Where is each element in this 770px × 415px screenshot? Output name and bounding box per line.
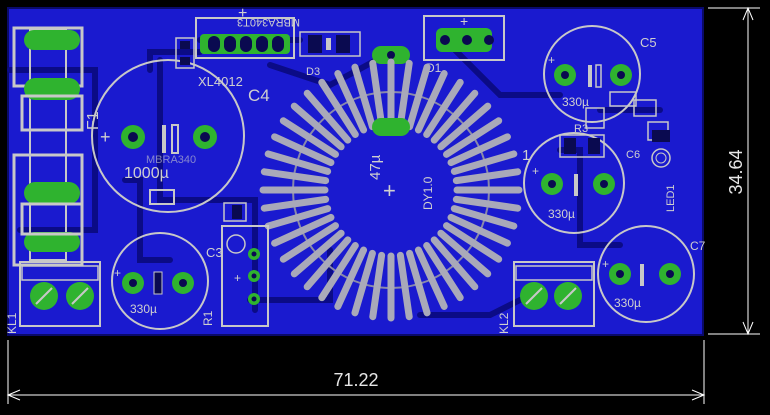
r1-label: R1	[201, 310, 215, 326]
c3-bottom-value: 330µ	[130, 302, 157, 316]
toroid-winding	[264, 205, 332, 230]
c7-label: C7	[690, 239, 706, 253]
kl1-label: KL1	[5, 312, 19, 334]
toroid-winding	[423, 242, 464, 302]
svg-text:+: +	[238, 5, 247, 22]
toroid-winding	[414, 70, 448, 134]
c5-label: C5	[640, 35, 657, 50]
led-label: LED1	[665, 184, 677, 212]
toroid-winding	[396, 251, 413, 321]
potentiometer-r1[interactable]: +	[221, 225, 269, 327]
c4-label: C4	[248, 86, 270, 105]
toroid-winding	[369, 59, 386, 129]
mbra-top-label: MBRA340T3	[237, 16, 300, 28]
svg-text:+: +	[532, 164, 539, 178]
svg-text:+: +	[234, 271, 241, 285]
toroid-winding	[260, 195, 330, 212]
toroid-winding	[452, 168, 522, 185]
toroid-plus: +	[383, 178, 396, 203]
toroid-winding	[351, 249, 376, 317]
c6-value: 330µ	[548, 207, 575, 221]
inductor-ref: DY1.0	[421, 176, 435, 210]
ic-label: XL4012	[198, 74, 243, 89]
toroid-winding	[430, 236, 479, 291]
ic-xl4012[interactable]: +	[195, 5, 295, 59]
toroid-pad	[372, 118, 410, 136]
toroid-winding	[450, 205, 518, 230]
toroid-winding	[279, 117, 339, 158]
svg-text:+: +	[114, 266, 121, 280]
capacitor-c4[interactable]: +	[91, 59, 245, 213]
capacitor-c5[interactable]: +	[543, 25, 641, 123]
dimension-height	[708, 6, 760, 336]
toroid-winding	[271, 133, 335, 167]
fuse-f1[interactable]	[12, 26, 84, 267]
c6-label: C6	[626, 149, 640, 161]
toroid-winding	[290, 229, 345, 278]
toroid-winding	[437, 229, 492, 278]
toroid-winding	[437, 102, 492, 151]
toroid-winding	[334, 246, 368, 310]
toroid-winding	[290, 102, 345, 151]
toroid-winding	[303, 236, 352, 291]
toroid-winding	[447, 133, 511, 167]
d3-label: D3	[306, 66, 320, 78]
toroid-winding	[334, 70, 368, 134]
toroid-winding	[430, 89, 479, 144]
terminal-kl1[interactable]	[19, 261, 101, 327]
capacitor-c7[interactable]: +	[597, 225, 695, 323]
d1-label: D1	[426, 61, 442, 75]
toroid-winding	[369, 251, 386, 321]
mbra-c4-label: MBRA340	[146, 154, 196, 166]
toroid-winding	[447, 213, 511, 247]
toroid-winding	[279, 222, 339, 263]
diode-d3[interactable]	[299, 31, 361, 57]
width-dimension-label: 71.22	[333, 370, 378, 390]
c5-value: 330µ	[562, 95, 589, 109]
toroid-winding	[423, 78, 464, 138]
toroid-winding	[271, 213, 335, 247]
toroid-winding	[452, 195, 522, 212]
toroid-winding	[318, 242, 359, 302]
svg-text:+: +	[548, 53, 555, 67]
led1[interactable]	[651, 130, 671, 168]
one-label: 1	[522, 147, 530, 164]
r-mid-label: R3	[574, 123, 588, 135]
c7-value: 330µ	[614, 296, 641, 310]
toroid-winding	[443, 222, 503, 263]
toroid-winding	[260, 168, 330, 185]
toroid-winding	[450, 150, 518, 175]
toroid-winding	[264, 150, 332, 175]
toroid-winding	[351, 63, 376, 131]
svg-text:+: +	[602, 257, 609, 271]
terminal-kl2[interactable]	[513, 261, 595, 327]
toroid-winding	[303, 89, 352, 144]
toroid-winding	[396, 59, 413, 129]
diode-d1-header[interactable]: +	[423, 13, 505, 61]
c3-label: C3	[206, 245, 223, 260]
svg-text:+: +	[460, 13, 468, 29]
kl2-label: KL2	[497, 312, 511, 334]
inductor-toroid[interactable]: +	[259, 58, 523, 322]
capacitor-c3-bottom[interactable]: +	[111, 232, 209, 330]
toroid-winding	[406, 63, 431, 131]
toroid-winding	[414, 246, 448, 310]
toroid-winding	[406, 249, 431, 317]
height-dimension-label: 34.64	[726, 149, 746, 194]
diode-small[interactable]	[149, 189, 247, 222]
toroid-winding	[318, 78, 359, 138]
inductor-value: 47µ	[367, 154, 384, 180]
c4-value: 1000µ	[124, 165, 169, 182]
smd-cap-left[interactable]	[175, 37, 195, 69]
svg-text:+: +	[100, 127, 111, 147]
dimension-width	[6, 340, 706, 404]
toroid-winding	[443, 117, 503, 158]
capacitor-c6[interactable]: +	[523, 132, 625, 234]
